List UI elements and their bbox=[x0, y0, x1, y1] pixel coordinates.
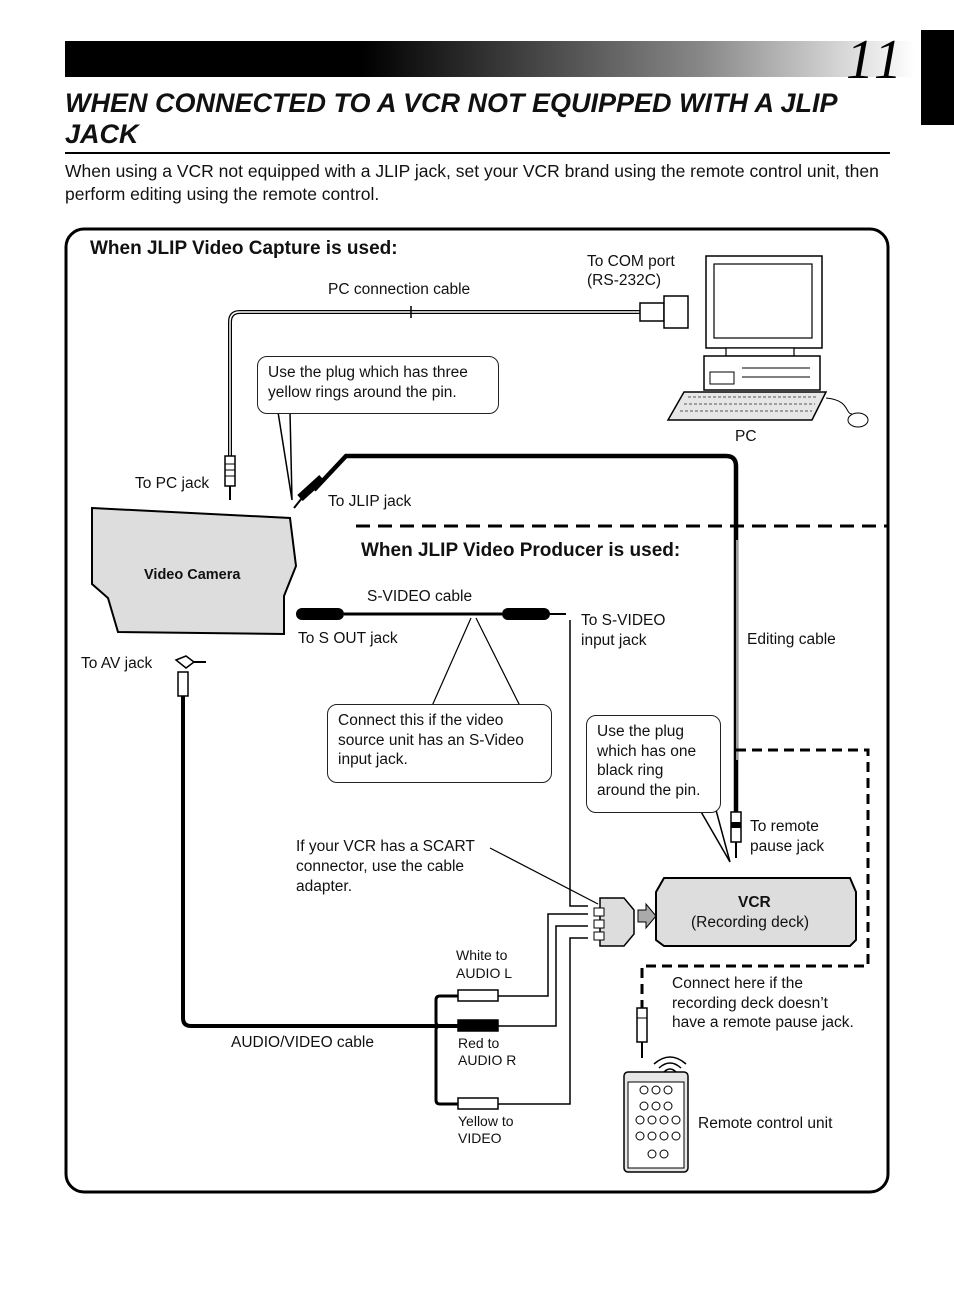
producer-heading: When JLIP Video Producer is used: bbox=[361, 540, 681, 561]
video-camera-label: Video Camera bbox=[144, 567, 241, 583]
svideo-note-line-1: Connect this if the video bbox=[338, 712, 504, 729]
three-rings-bubble: Use the plug which has three yellow ring… bbox=[257, 356, 499, 414]
jlip-jack-label: To JLIP jack bbox=[328, 493, 412, 510]
one-ring-bubble: Use the plug which has one black ring ar… bbox=[586, 715, 721, 813]
svideo-note-line-3: input jack. bbox=[338, 751, 408, 768]
vcr-shape bbox=[655, 877, 857, 947]
yellow-plug-label: Yellow to bbox=[458, 1113, 514, 1129]
svideo-cable bbox=[296, 608, 588, 907]
remote-plug bbox=[636, 1007, 648, 1058]
remote-pause-label: To remote bbox=[750, 818, 819, 835]
pc-jack-plug bbox=[224, 455, 236, 500]
scart-adapter bbox=[489, 847, 657, 947]
remote-control-icon bbox=[623, 1056, 689, 1173]
connect-here-line-2: recording deck doesn’t bbox=[672, 995, 828, 1012]
diagram-frame bbox=[64, 227, 890, 1194]
scart-note-line-2: connector, use the cable bbox=[296, 858, 465, 875]
white-plug-label: White to bbox=[456, 947, 508, 963]
connect-here-line-3: have a remote pause jack. bbox=[672, 1014, 854, 1031]
side-tab bbox=[921, 30, 954, 125]
recording-deck-label: (Recording deck) bbox=[691, 914, 810, 931]
av-cable bbox=[174, 655, 588, 1110]
remote-unit-label: Remote control unit bbox=[698, 1115, 833, 1132]
pc-jack-label: To PC jack bbox=[135, 475, 210, 492]
one-ring-line-4: around the pin. bbox=[597, 781, 701, 799]
one-ring-line-3: black ring bbox=[597, 762, 664, 779]
remote-pause-sublabel: pause jack bbox=[750, 838, 825, 855]
sout-jack-label: To S OUT jack bbox=[298, 630, 398, 647]
one-ring-line-2: which has one bbox=[597, 742, 697, 760]
connect-here-line-1: Connect here if the bbox=[672, 975, 803, 992]
three-rings-line-1: Use the plug which has three bbox=[268, 364, 468, 381]
svideo-note-bubble: Connect this if the video source unit ha… bbox=[327, 704, 552, 783]
red-plug-sublabel: AUDIO R bbox=[458, 1052, 517, 1068]
red-plug-label: Red to bbox=[458, 1035, 500, 1051]
video-camera-shape bbox=[91, 506, 298, 636]
com-port-label: To COM port bbox=[587, 253, 675, 270]
svideo-input-label: To S-VIDEO bbox=[581, 612, 666, 629]
av-jack-label: To AV jack bbox=[81, 655, 153, 672]
scart-note-line-3: adapter. bbox=[296, 878, 353, 895]
vcr-label: VCR bbox=[738, 894, 771, 911]
pc-label: PC bbox=[735, 428, 757, 445]
header-bar bbox=[65, 41, 915, 77]
three-rings-line-2: yellow rings around the pin. bbox=[268, 383, 457, 401]
editing-cable-label: Editing cable bbox=[747, 631, 836, 648]
svideo-cable-label: S-VIDEO cable bbox=[367, 588, 473, 605]
bubble-tail-three-rings bbox=[277, 411, 293, 501]
pc-connection-cable bbox=[228, 295, 689, 468]
intro-paragraph: When using a VCR not equipped with a JLI… bbox=[65, 161, 879, 204]
one-ring-line-1: Use the plug bbox=[597, 723, 685, 740]
av-cable-label: AUDIO/VIDEO cable bbox=[231, 1034, 374, 1051]
com-port-sublabel: (RS-232C) bbox=[587, 272, 662, 289]
svideo-note-line-2: source unit has an S-Video bbox=[338, 731, 524, 749]
svideo-input-sublabel: input jack bbox=[581, 632, 647, 649]
page-number: 11 bbox=[846, 29, 906, 91]
title-rule bbox=[65, 152, 890, 154]
pc-icon bbox=[666, 255, 869, 428]
scart-note-line-1: If your VCR has a SCART bbox=[296, 838, 475, 855]
yellow-plug-sublabel: VIDEO bbox=[458, 1130, 502, 1146]
white-plug-sublabel: AUDIO L bbox=[456, 965, 513, 981]
remote-dashed-cable bbox=[640, 748, 870, 1008]
editing-cable bbox=[293, 453, 742, 858]
capture-heading: When JLIP Video Capture is used: bbox=[90, 238, 398, 259]
page-title: WHEN CONNECTED TO A VCR NOT EQUIPPED WIT… bbox=[65, 88, 837, 149]
bubble-tail-one-ring bbox=[699, 809, 731, 863]
pc-cable-label: PC connection cable bbox=[328, 281, 471, 298]
